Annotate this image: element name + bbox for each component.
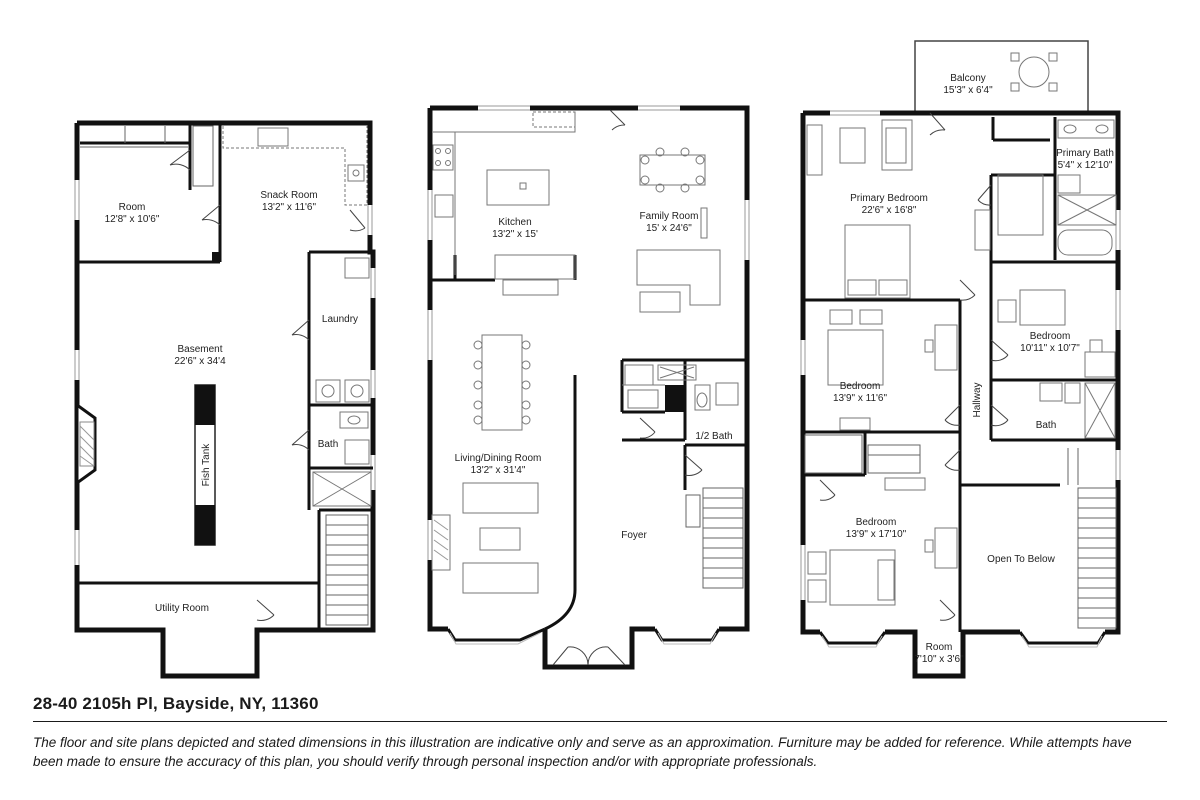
room-dims: 22'6" x 34'4: [174, 356, 226, 367]
upper-floor: [800, 40, 1121, 679]
room-dims: 10'11" x 10'7": [1020, 343, 1080, 354]
room-label: Balcony: [950, 73, 986, 84]
room-label: Bath: [318, 439, 339, 450]
room-label: Basement: [177, 344, 222, 355]
room-label: Bedroom: [1030, 331, 1071, 342]
room-dims: 7'10" x 3'6": [914, 654, 964, 665]
room-label: Snack Room: [260, 190, 317, 201]
room-label: Family Room: [640, 211, 699, 222]
room-label: Foyer: [621, 530, 647, 541]
room-dims: 15' x 24'6": [646, 223, 692, 234]
room-label: Room: [119, 202, 146, 213]
fish-tank-label: Fish Tank: [201, 443, 212, 487]
room-dims: 13'9" x 11'6": [833, 393, 888, 404]
room-dims: 13'2" x 11'6": [262, 202, 317, 213]
room-dims: 15'3" x 6'4": [943, 85, 993, 96]
room-label: 1/2 Bath: [695, 431, 732, 442]
room-labels: Room 12'8" x 10'6" Snack Room 13'2" x 11…: [105, 73, 1114, 665]
room-dims: 13'2" x 15': [492, 229, 538, 240]
divider: [33, 721, 1167, 722]
room-label: Bath: [1036, 420, 1057, 431]
room-label: Living/Dining Room: [455, 453, 542, 464]
room-dims: 5'4" x 12'10": [1058, 160, 1113, 171]
basement-floor: [74, 120, 376, 679]
floor-plan-drawing: Room 12'8" x 10'6" Snack Room 13'2" x 11…: [74, 40, 1121, 679]
room-label: Primary Bath: [1056, 148, 1114, 159]
room-dims: 13'9" x 17'10": [846, 529, 907, 540]
room-label: Kitchen: [498, 217, 531, 228]
property-address: 28-40 2105h Pl, Bayside, NY, 11360: [33, 694, 319, 713]
room-label: Bedroom: [840, 381, 881, 392]
room-label: Room: [926, 642, 953, 653]
hallway-label: Hallway: [972, 382, 983, 417]
room-dims: 12'8" x 10'6": [105, 214, 160, 225]
room-label: Primary Bedroom: [850, 193, 928, 204]
room-label: Bedroom: [856, 517, 897, 528]
room-label: Open To Below: [987, 554, 1055, 565]
room-label: Utility Room: [155, 603, 209, 614]
disclaimer-text: The floor and site plans depicted and st…: [33, 735, 1132, 769]
room-dims: 22'6" x 16'8": [862, 205, 917, 216]
room-label: Laundry: [322, 314, 358, 325]
main-floor: [427, 105, 750, 670]
room-dims: 13'2" x 31'4": [471, 465, 526, 476]
